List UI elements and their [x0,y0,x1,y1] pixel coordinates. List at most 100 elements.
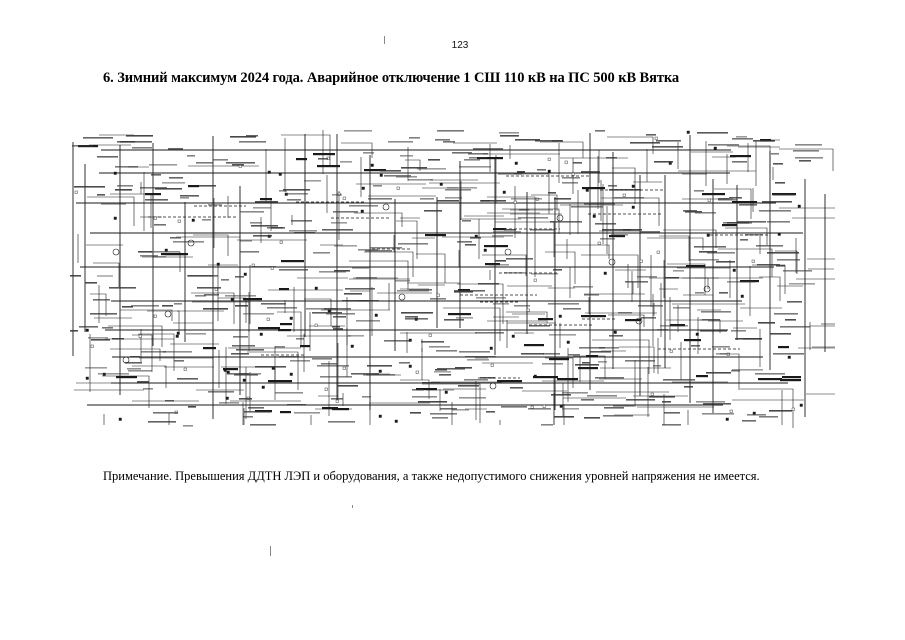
breaker-node [622,193,626,197]
node-label-block [459,351,490,353]
node-label-block [604,407,624,409]
node-label-block [250,222,262,224]
breaker-node [225,396,229,400]
node-label-block [405,316,418,318]
node-label-block [321,363,337,365]
node-label-block [418,401,447,403]
node-label-block [180,195,199,197]
breaker-node [378,414,382,418]
breaker-node [113,216,117,220]
substation-busbar [493,228,506,231]
node-label-block [363,374,395,376]
breaker-node [558,314,562,318]
substation-busbar [778,346,789,349]
node-label-block [468,153,488,155]
substation-busbar [533,376,558,379]
node-label-block [447,187,477,189]
l-shaped-link [555,244,610,259]
breaker-node [603,271,607,275]
node-label-block [145,199,168,201]
node-label-block [342,300,369,302]
breaker-node [639,259,643,263]
node-label-block [352,267,369,269]
l-shaped-link [718,248,773,277]
node-label-block [180,197,189,199]
node-label-block [537,169,546,171]
node-label-block [514,305,530,307]
substation-busbar [425,234,446,237]
node-label-block [716,353,730,355]
l-shaped-link [608,314,645,327]
breaker-node [118,417,122,421]
node-label-block [573,286,593,288]
node-label-block [85,282,97,284]
node-label-block [188,406,196,408]
node-label-block [653,365,661,367]
node-label-block [384,340,411,342]
substation-busbar [609,235,625,238]
node-label-block [130,356,140,358]
node-label-block [603,415,633,417]
node-label-block [476,297,506,299]
substation-busbar [477,157,503,160]
node-label-block [771,153,779,155]
node-label-block [694,246,726,248]
l-shaped-link [277,311,302,347]
node-label-block [475,332,504,334]
node-label-block [227,373,249,375]
node-label-block [183,425,193,427]
node-label-block [363,152,374,154]
node-label-block [437,368,465,370]
node-label-block [331,222,347,224]
node-label-block [590,351,611,353]
node-label-block [598,361,607,363]
substation-busbar [281,260,304,263]
l-shaped-link [193,234,229,256]
l-shaped-link [120,309,173,321]
breaker-node [335,399,339,403]
node-label-block [437,200,459,202]
breaker-node [631,205,635,209]
l-shaped-link [619,346,655,373]
node-label-block [695,292,704,294]
node-label-block [664,412,680,414]
node-label-block [712,346,730,348]
node-label-block [702,413,734,415]
breaker-node [725,417,729,421]
l-shaped-link [775,250,798,274]
node-label-block [279,269,308,271]
node-label-block [694,190,704,192]
node-label-block [384,175,411,177]
node-label-block [322,229,353,231]
node-label-block [767,252,799,254]
node-label-block [695,212,716,214]
node-label-block [729,197,742,199]
node-label-block [225,295,256,297]
node-label-block [231,353,249,355]
node-label-block [444,319,464,321]
generator-symbol [164,310,172,318]
node-label-block [756,245,783,247]
node-label-block [324,308,351,310]
l-shaped-link [349,260,409,290]
node-label-block [246,135,258,137]
node-label-block [131,305,159,307]
node-label-block [489,264,509,266]
node-label-block [552,140,562,142]
node-label-block [706,372,731,374]
node-label-block [244,411,271,413]
breaker-node [85,328,89,332]
node-label-block [696,401,725,403]
node-label-block [456,317,473,319]
node-label-block [609,189,641,191]
node-label-block [408,179,433,181]
node-label-block [602,229,631,231]
substation-busbar [260,198,272,201]
node-label-block [795,144,822,146]
node-label-block [543,353,560,355]
breaker-node [511,334,515,338]
node-label-block [773,163,783,165]
substation-busbar [203,347,216,350]
node-label-block [132,147,152,149]
node-label-block [436,350,457,352]
